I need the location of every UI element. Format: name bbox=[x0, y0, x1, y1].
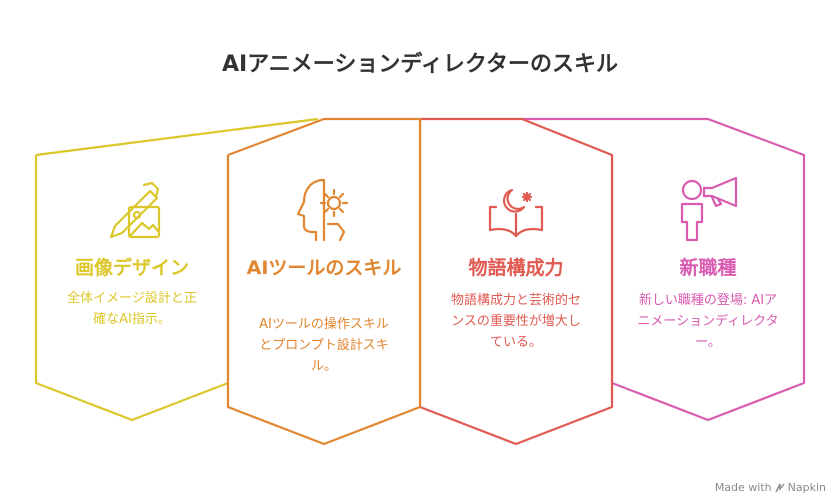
head-gear-icon bbox=[296, 178, 349, 242]
card-title-ai-tools: AIツールのスキル bbox=[246, 257, 402, 279]
card-ai-tools bbox=[226, 117, 422, 446]
watermark-prefix: Made with bbox=[714, 481, 772, 494]
card-title-image-design: 画像デザイン bbox=[74, 257, 189, 279]
card-title-new-role: 新職種 bbox=[679, 257, 737, 279]
napkin-logo-icon bbox=[775, 483, 785, 492]
watermark-brand: Napkin bbox=[787, 481, 826, 494]
pencil-image-icon bbox=[109, 181, 161, 239]
open-book-crescent-icon bbox=[488, 188, 544, 238]
card-title-story-structure: 物語構成力 bbox=[468, 257, 564, 279]
card-story-structure bbox=[418, 117, 614, 446]
card-desc-image-design: 全体イメージ設計と正確なAI指示。 bbox=[67, 291, 197, 327]
card-desc-new-role: 新しい職種の登場: AIアニメーションディレクター。 bbox=[637, 293, 779, 350]
page-title: AIアニメーションディレクターのスキル bbox=[222, 52, 618, 77]
napkin-watermark: Made with Napkin bbox=[715, 481, 826, 494]
card-desc-ai-tools: AIツールの操作スキルとプロンプト設計スキル。 bbox=[259, 317, 389, 374]
person-megaphone-icon bbox=[680, 176, 738, 242]
card-desc-story-structure: 物語構成力と芸術的センスの重要性が増大している。 bbox=[450, 293, 581, 350]
